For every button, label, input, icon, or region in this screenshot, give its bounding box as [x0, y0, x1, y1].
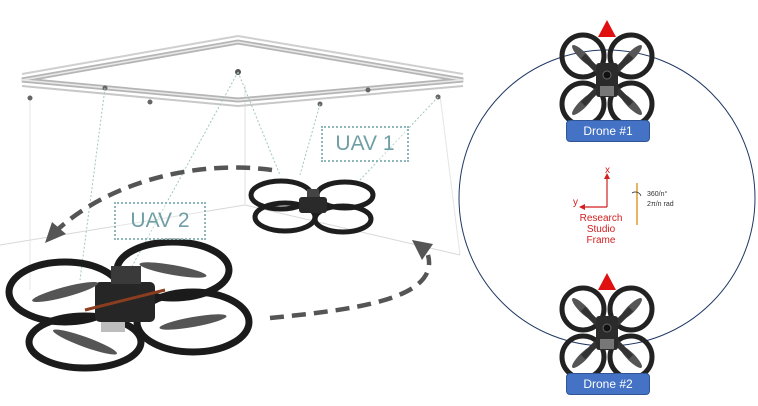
frame-label-line2: Studio: [566, 224, 636, 235]
drone1-heading-marker: [598, 20, 616, 37]
drone2-heading-marker: [598, 273, 616, 290]
uav1-drone: [251, 181, 373, 232]
uav2-label: UAV 2: [114, 202, 206, 240]
uav1-label: UAV 1: [321, 126, 409, 162]
drone1-label: Drone #1: [566, 120, 650, 142]
x-axis-label: x: [605, 165, 610, 176]
angle-radians-label: 2π/n rad: [647, 200, 674, 209]
frame-label-line1: Research: [566, 213, 636, 224]
research-studio-frame-label: Research Studio Frame: [566, 213, 636, 246]
drone2-label: Drone #2: [566, 373, 650, 395]
frame-axes: [579, 173, 610, 210]
studio-truss: [0, 36, 463, 290]
angle-degrees-label: 360/n°: [647, 190, 667, 199]
y-axis-label: y: [573, 197, 578, 208]
drone2-top-view: [562, 288, 652, 378]
frame-label-line3: Frame: [566, 235, 636, 246]
drone1-top-view: [562, 35, 652, 125]
uav2-drone: [9, 242, 249, 368]
